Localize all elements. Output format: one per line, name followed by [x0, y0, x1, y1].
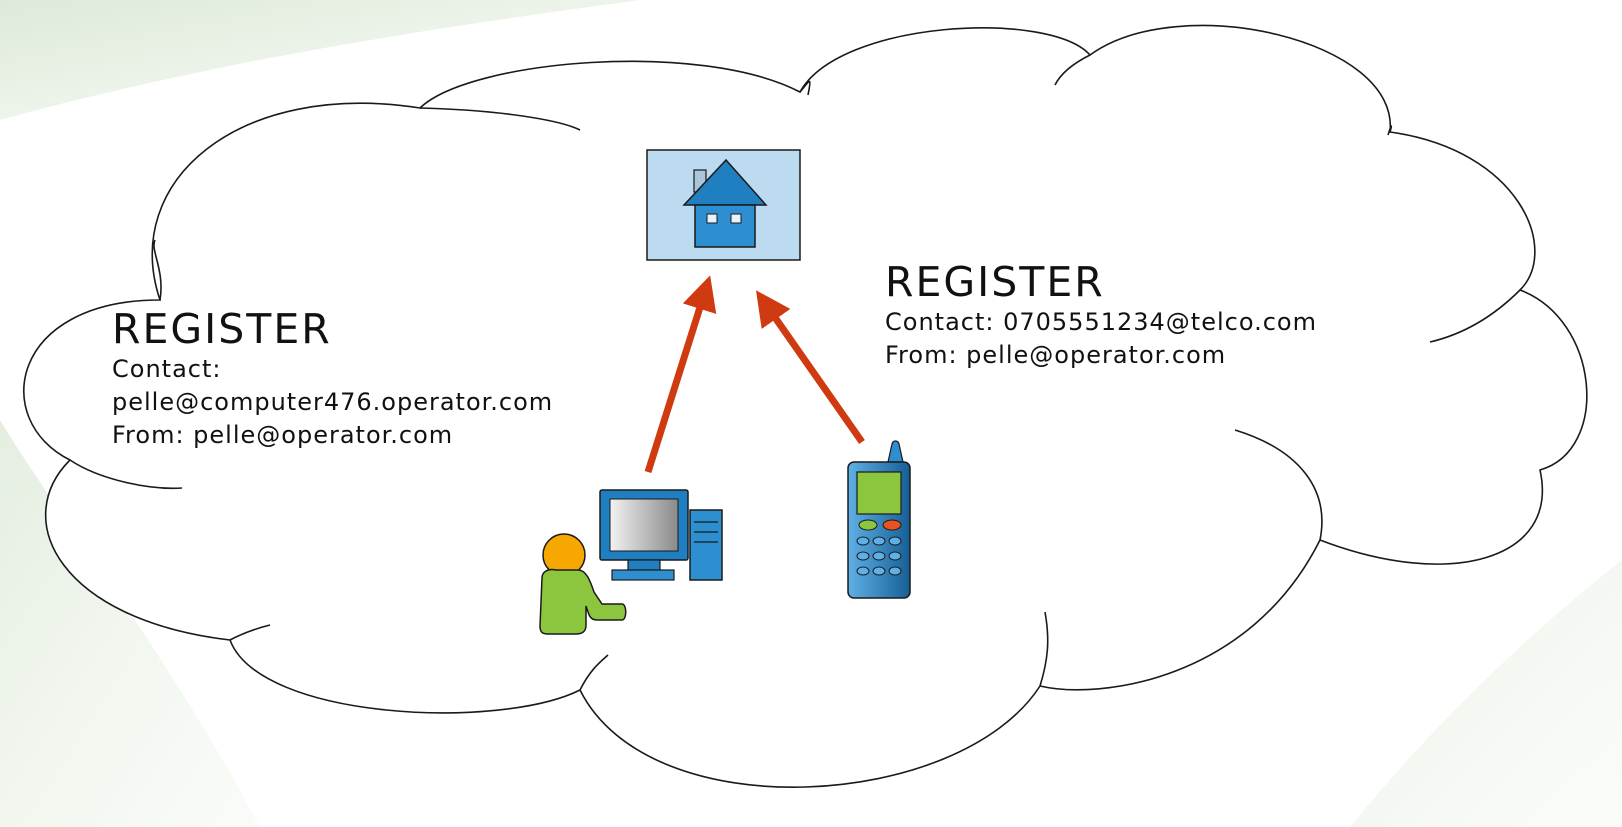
right-register-heading: REGISTER — [885, 258, 1105, 306]
arrow-phone-to-server — [755, 290, 865, 445]
left-register-label: REGISTER Contact: pelle@computer476.oper… — [112, 305, 553, 452]
left-contact-label: Contact: — [112, 355, 222, 383]
right-contact-line: Contact: 0705551234@telco.com — [885, 308, 1317, 336]
left-contact-value: pelle@computer476.operator.com — [112, 388, 554, 416]
left-from-line: From: pelle@operator.com — [112, 421, 454, 449]
house-icon — [646, 149, 801, 261]
mobile-phone-icon — [847, 440, 911, 599]
right-register-label: REGISTER Contact: 0705551234@telco.com F… — [885, 258, 1317, 372]
arrow-computer-to-server — [644, 275, 717, 474]
left-register-heading: REGISTER — [112, 305, 332, 353]
desktop-computer-icon — [599, 489, 723, 581]
network-cloud — [23, 24, 1588, 789]
person-icon — [539, 533, 627, 635]
right-from-line: From: pelle@operator.com — [885, 341, 1227, 369]
